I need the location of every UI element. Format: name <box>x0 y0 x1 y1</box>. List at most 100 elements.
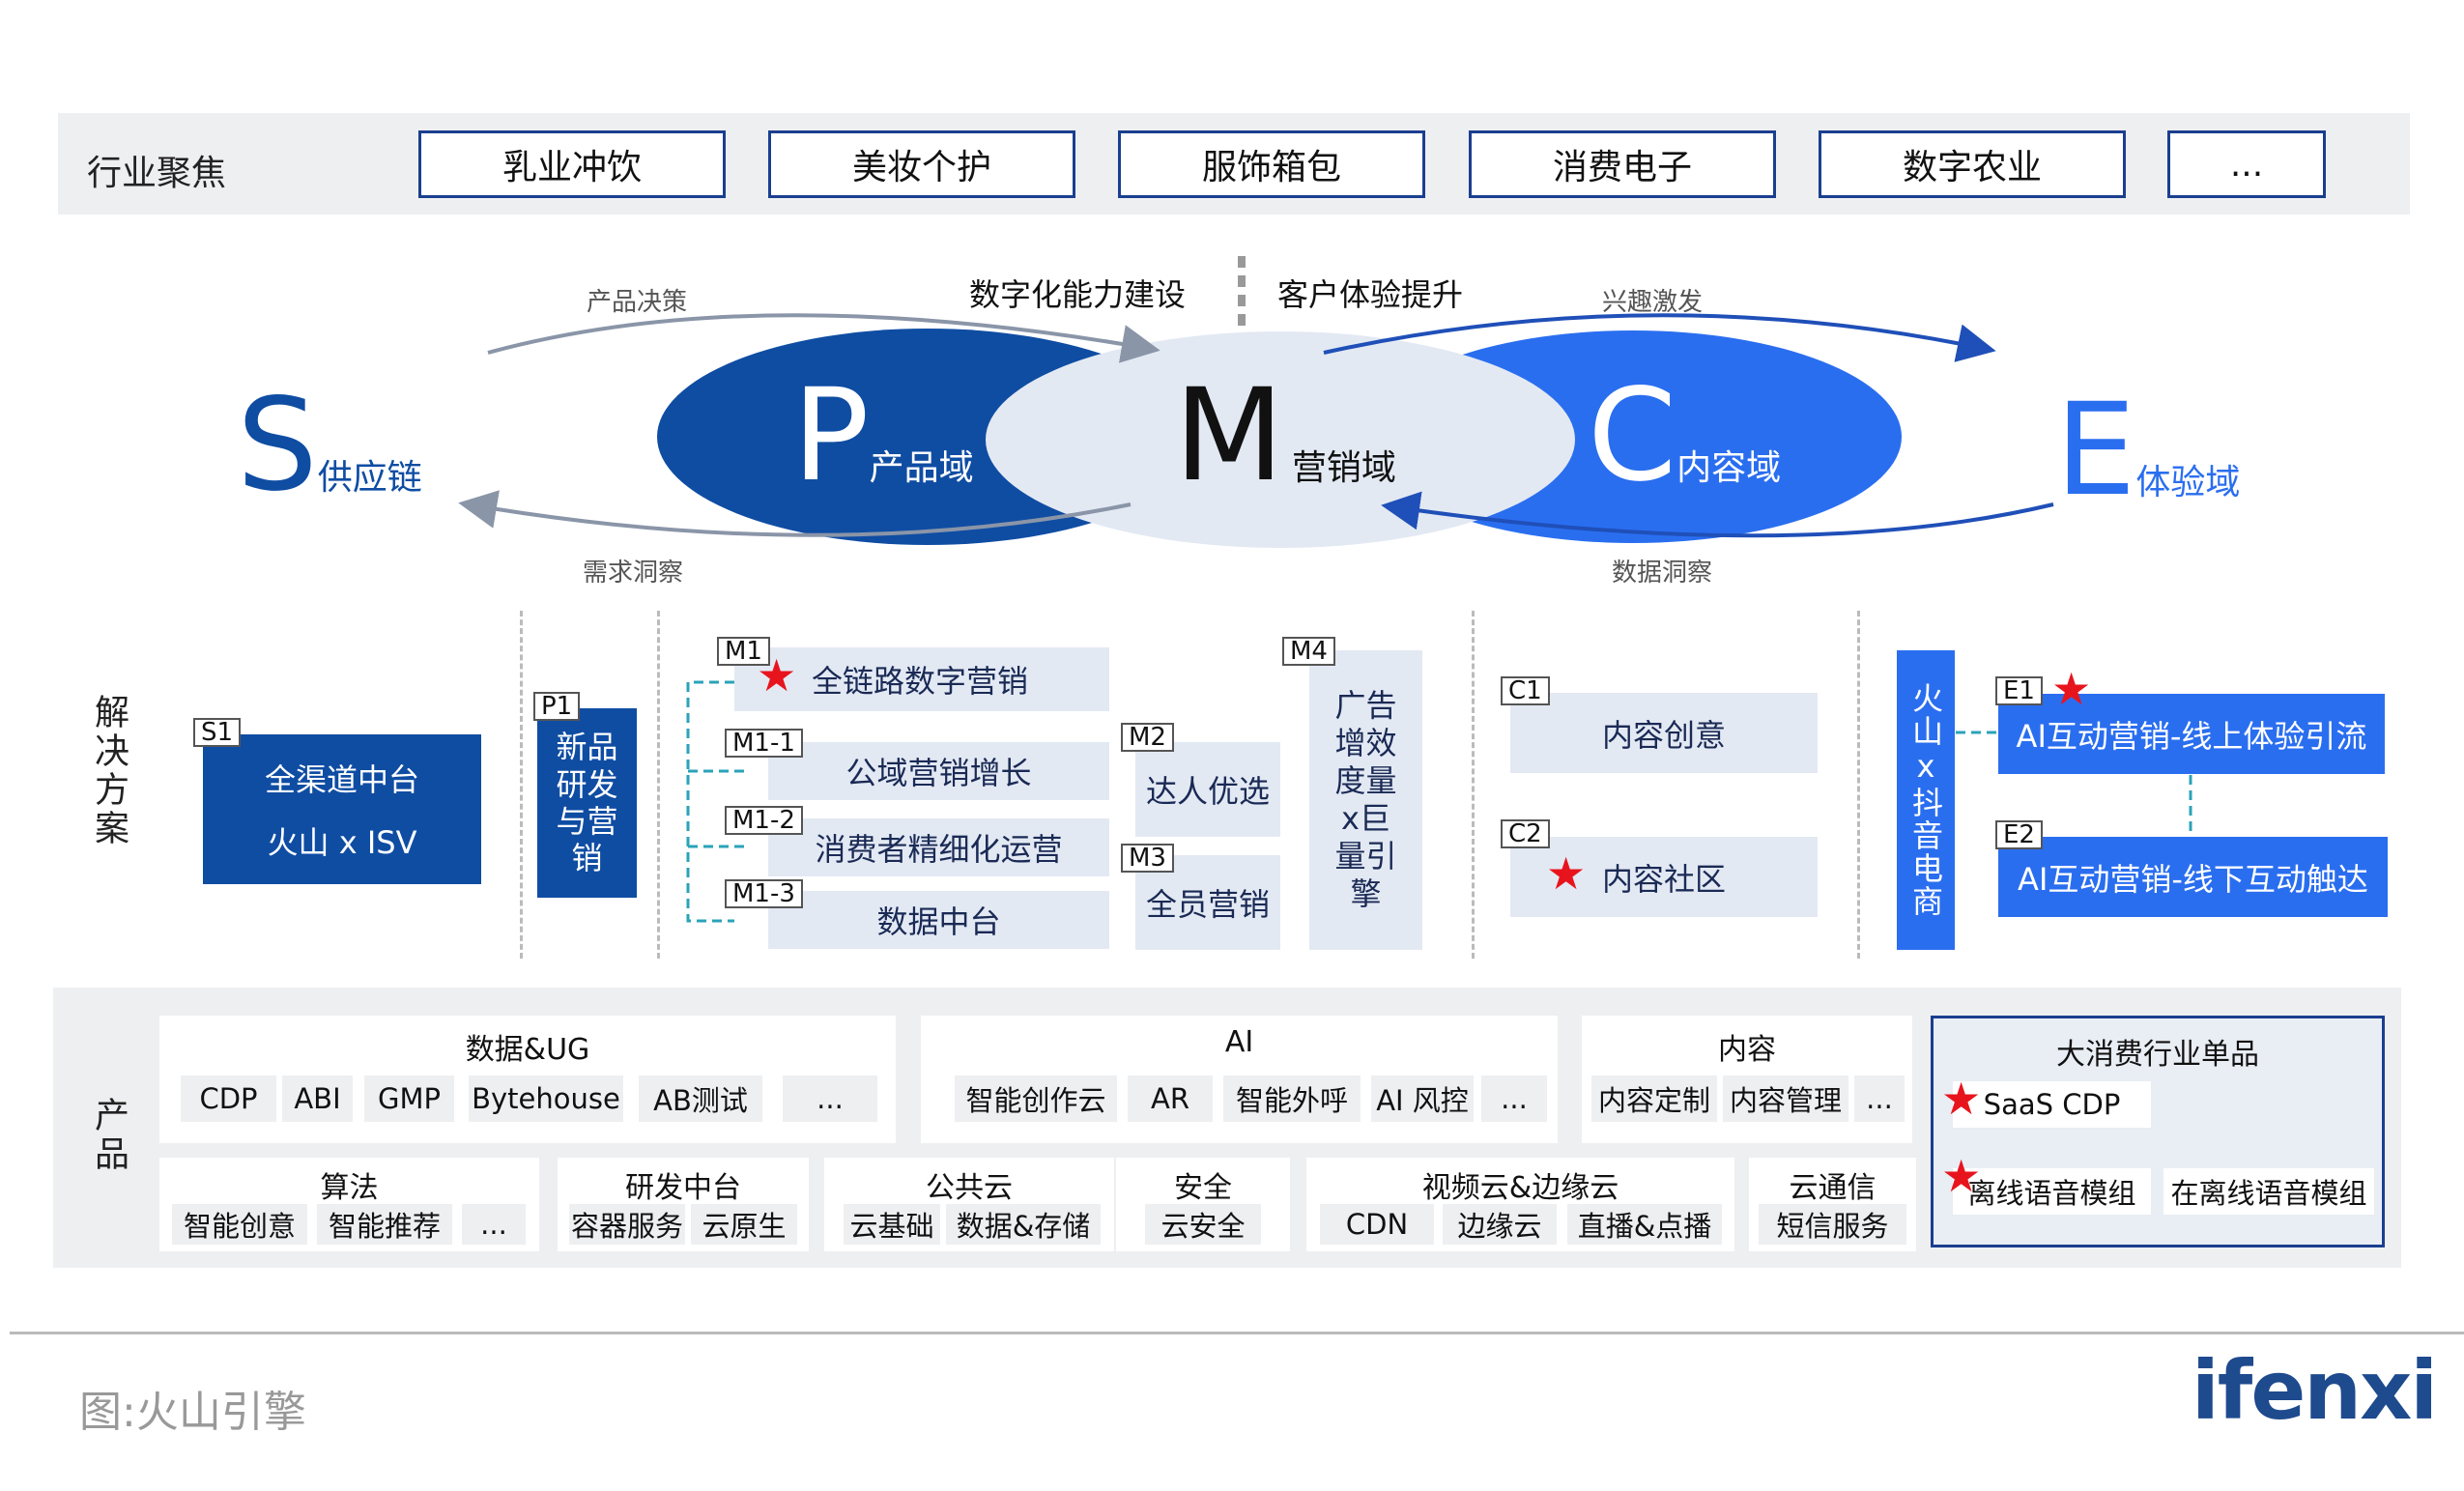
m4-text: 广告增效度量x巨量引擎 <box>1334 686 1397 913</box>
chip-content-manage[interactable]: 内容管理 <box>1723 1075 1848 1122</box>
m3-tag: M3 <box>1121 844 1174 873</box>
s-domain: S供应链 <box>237 382 422 509</box>
chip-smart-create[interactable]: 智能创作云 <box>955 1075 1117 1122</box>
chip-content-custom[interactable]: 内容定制 <box>1591 1075 1717 1122</box>
industry-item-more[interactable]: ... <box>2167 130 2326 198</box>
m2-text: 达人优选 <box>1145 773 1270 810</box>
s1-line1: 全渠道中台 <box>264 760 419 798</box>
m3-text: 全员营销 <box>1145 886 1270 923</box>
chip-smart-creative[interactable]: 智能创意 <box>172 1204 307 1245</box>
chip-cloud-base[interactable]: 云基础 <box>844 1204 940 1245</box>
m1-3-text: 数据中台 <box>876 903 1001 940</box>
product-video-edge: 视频云&边缘云 CDN 边缘云 直播&点播 <box>1306 1158 1734 1251</box>
m1-2-card[interactable]: 消费者精细化运营 <box>768 818 1109 876</box>
c2-card[interactable]: 内容社区 <box>1510 837 1818 917</box>
chip-ai-risk[interactable]: AI 风控 <box>1371 1075 1474 1122</box>
product-security: 安全 云安全 <box>1116 1158 1290 1251</box>
m4-card[interactable]: 广告增效度量x巨量引擎 <box>1309 650 1422 950</box>
industry-item[interactable]: 美妆个护 <box>768 130 1075 198</box>
solutions-label: 解决方案 <box>89 694 129 848</box>
divider <box>657 611 660 959</box>
product-title: 算法 <box>320 1171 379 1205</box>
e1-card[interactable]: AI互动营销-线上体验引流 <box>1998 694 2385 774</box>
c-letter: C <box>1588 361 1677 510</box>
p1-card[interactable]: 新品研发与营销 <box>537 708 637 898</box>
c2-tag: C2 <box>1501 819 1550 848</box>
c1-tag: C1 <box>1501 676 1550 705</box>
chip-live-vod[interactable]: 直播&点播 <box>1567 1204 1722 1245</box>
e2-card[interactable]: AI互动营销-线下互动触达 <box>1998 837 2388 917</box>
product-title: 云通信 <box>1789 1171 1877 1205</box>
chip-edge-cloud[interactable]: 边缘云 <box>1443 1204 1557 1245</box>
volc-douyin-text: 火山x抖音电商 <box>1907 682 1944 918</box>
chip-cloud-security[interactable]: 云安全 <box>1145 1204 1261 1245</box>
chip-more[interactable]: ... <box>783 1075 877 1122</box>
p1-text: 新品研发与营销 <box>556 729 618 877</box>
m1-1-tag: M1-1 <box>725 729 803 758</box>
industry-item[interactable]: 乳业冲饮 <box>418 130 726 198</box>
e-connector <box>1956 731 2192 836</box>
chip-more[interactable]: ... <box>1481 1075 1547 1122</box>
s-letter: S <box>237 371 318 520</box>
product-title: 大消费行业单品 <box>2056 1038 2259 1072</box>
product-title: 公共云 <box>926 1171 1013 1205</box>
product-consumer: 大消费行业单品 SaaS CDP ★ 离线语音模组 ★ 在离线语音模组 <box>1931 1016 2385 1247</box>
s1-tag: S1 <box>193 718 242 747</box>
chip-offline-voice[interactable]: 离线语音模组 <box>1953 1168 2151 1215</box>
m1-1-card[interactable]: 公域营销增长 <box>768 742 1109 800</box>
chip-more[interactable]: ... <box>462 1204 526 1245</box>
m1-2-tag: M1-2 <box>725 806 803 835</box>
c-domain: C内容域 <box>1588 372 1781 500</box>
arc-product-decision <box>487 313 1160 363</box>
e-label: 体验域 <box>2135 463 2241 502</box>
chip-bytehouse[interactable]: Bytehouse <box>469 1075 623 1122</box>
chip-sms[interactable]: 短信服务 <box>1759 1204 1906 1245</box>
c1-card[interactable]: 内容创意 <box>1510 693 1818 773</box>
industry-item[interactable]: 消费电子 <box>1469 130 1776 198</box>
m1-3-card[interactable]: 数据中台 <box>768 891 1109 949</box>
p-domain: P产品域 <box>792 372 974 500</box>
m2-card[interactable]: 达人优选 <box>1135 742 1280 837</box>
industry-item[interactable]: 数字农业 <box>1819 130 2126 198</box>
ifenxi-logo[interactable]: ifenxi <box>2192 1343 2438 1438</box>
e-domain: E体验域 <box>2055 387 2240 514</box>
chip-cdp[interactable]: CDP <box>181 1075 276 1122</box>
chip-online-offline-voice[interactable]: 在离线语音模组 <box>2163 1168 2374 1215</box>
chip-ab-test[interactable]: AB测试 <box>639 1075 762 1122</box>
chip-abi[interactable]: ABI <box>282 1075 353 1122</box>
chip-container[interactable]: 容器服务 <box>569 1204 685 1245</box>
volc-douyin-card[interactable]: 火山x抖音电商 <box>1897 650 1955 950</box>
m1-text: 全链路数字营销 <box>812 663 1029 700</box>
industry-item[interactable]: 服饰箱包 <box>1118 130 1425 198</box>
m-domain-ellipse <box>986 331 1575 548</box>
divider <box>1472 611 1475 959</box>
c-label: 内容域 <box>1676 448 1782 488</box>
chip-saas-cdp[interactable]: SaaS CDP <box>1953 1081 2151 1128</box>
arc-label-interest: 兴趣激发 <box>1602 288 1704 317</box>
chip-ar[interactable]: AR <box>1128 1075 1213 1122</box>
model-diagram <box>458 256 2054 548</box>
m2-tag: M2 <box>1121 723 1174 752</box>
chip-smart-recommend[interactable]: 智能推荐 <box>317 1204 452 1245</box>
star-icon: ★ <box>2051 663 2092 715</box>
chip-gmp[interactable]: GMP <box>364 1075 454 1122</box>
s-label: 供应链 <box>317 458 422 498</box>
product-title: 数据&UG <box>465 1033 590 1067</box>
chip-smart-call[interactable]: 智能外呼 <box>1223 1075 1361 1122</box>
source-caption: 图:火山引擎 <box>79 1388 306 1437</box>
product-ai: AI 智能创作云 AR 智能外呼 AI 风控 ... <box>921 1016 1558 1143</box>
chip-cdn[interactable]: CDN <box>1320 1204 1434 1245</box>
footer-separator <box>10 1332 2464 1334</box>
product-content: 内容 内容定制 内容管理 ... <box>1582 1016 1912 1143</box>
product-public-cloud: 公共云 云基础 数据&存储 <box>824 1158 1114 1251</box>
s1-card[interactable]: 全渠道中台 火山 x ISV <box>203 734 481 884</box>
m1-card[interactable]: 全链路数字营销 <box>734 647 1109 711</box>
product-title: 内容 <box>1718 1033 1776 1067</box>
e1-tag: E1 <box>1995 676 2043 705</box>
chip-more[interactable]: ... <box>1854 1075 1905 1122</box>
chip-data-storage[interactable]: 数据&存储 <box>946 1204 1101 1245</box>
divider <box>1857 611 1860 959</box>
chip-cloud-native[interactable]: 云原生 <box>691 1204 797 1245</box>
product-title: 安全 <box>1174 1171 1232 1205</box>
